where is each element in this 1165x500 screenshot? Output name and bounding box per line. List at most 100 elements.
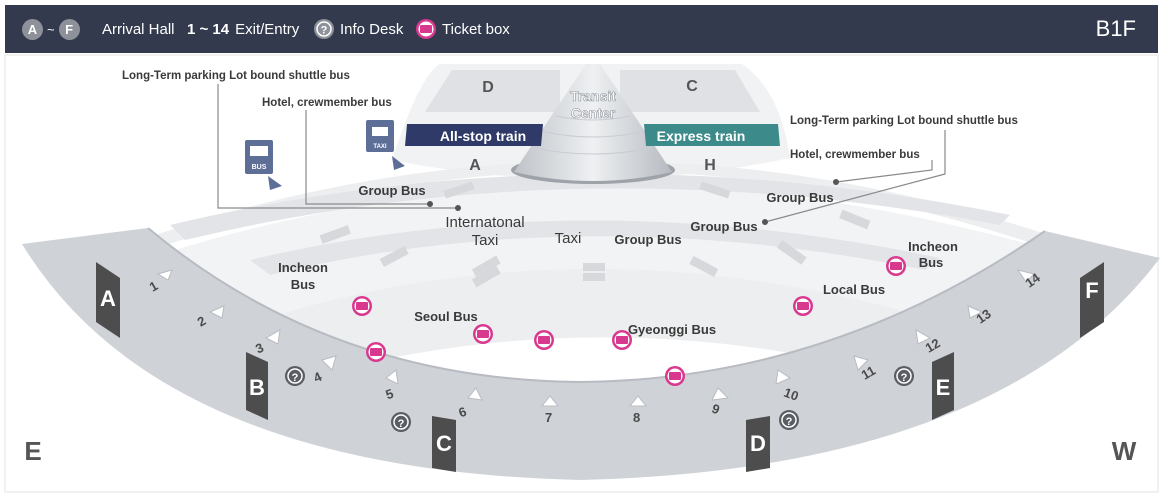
ticket-box-icon	[612, 330, 632, 350]
exit-arrow-6	[467, 387, 483, 401]
incheon-bus-right-label: Bus	[919, 255, 944, 270]
group-bus-label: Group Bus	[690, 219, 757, 234]
exit-number: 7	[545, 410, 552, 425]
legend-info-desk-label: Info Desk	[340, 20, 404, 38]
info-desk-icon: ?	[314, 19, 334, 39]
info-desks: ? ? ? ?	[285, 366, 914, 432]
exit-arrow-1	[156, 269, 173, 281]
crosswalks	[319, 181, 871, 288]
incheon-bus-right-label: Incheon	[908, 239, 958, 254]
ticket-box-icon	[416, 19, 436, 39]
exit-arrow-5	[385, 369, 399, 385]
bus-terminal-floor	[150, 184, 1035, 325]
zone-a-label: A	[469, 157, 481, 174]
local-bus-label: Local Bus	[823, 282, 885, 297]
exit-number: 11	[859, 363, 878, 383]
all-stop-train-banner	[405, 124, 543, 146]
intl-taxi-label: Taxi	[472, 232, 499, 249]
ticket-box-icon	[473, 324, 493, 344]
transit-center-line1: Transit	[570, 88, 616, 104]
exit-number: 10	[782, 385, 801, 404]
callout-dot-1	[455, 205, 461, 211]
exit-number: 5	[384, 386, 396, 403]
gate-e-block	[932, 352, 954, 420]
exit-arrow-12	[915, 329, 932, 345]
legend-arrival-hall: Arrival Hall	[102, 20, 175, 38]
svg-text:?: ?	[321, 25, 328, 37]
concourse-inner-edge	[147, 227, 1046, 384]
gate-f-block	[1080, 262, 1104, 338]
exit-number: 6	[457, 404, 469, 421]
legend-tilde: ~	[47, 21, 55, 37]
svg-text:?: ?	[901, 372, 908, 384]
intl-taxi-label: Internatonal	[445, 214, 524, 231]
incheon-bus-left-label: Incheon	[278, 260, 328, 275]
legend-ticket-box-label: Ticket box	[442, 20, 510, 38]
legend-gates: A ~ F	[22, 5, 80, 53]
zone-d-area	[425, 70, 560, 112]
express-train-banner	[644, 124, 780, 146]
direction-west-label: W	[1112, 436, 1137, 466]
callout-line-hotel-right	[835, 160, 933, 183]
legend-ticket-box: Ticket box	[415, 5, 510, 53]
exit-number: 12	[923, 335, 943, 355]
group-bus-label: Group Bus	[766, 190, 833, 205]
legend-gate-from: A	[22, 18, 43, 40]
plaza-floor	[118, 160, 1052, 258]
lane-band-1	[170, 173, 1010, 240]
bus-icon: BUS	[245, 140, 282, 190]
callout-dot-2	[427, 201, 433, 207]
gate-a-label: A	[100, 286, 116, 311]
group-bus-label: Group Bus	[358, 183, 425, 198]
svg-text:?: ?	[398, 418, 405, 430]
callout-longterm-right: Long-Term parking Lot bound shuttle bus	[790, 115, 1018, 127]
callout-dot-4	[833, 179, 839, 185]
lane-band-2	[250, 220, 940, 275]
gate-f-label: F	[1085, 278, 1098, 303]
callout-hotel-left: Hotel, crewmember bus	[262, 97, 392, 109]
exit-arrow-9	[711, 387, 730, 401]
exit-number: 13	[973, 306, 993, 327]
ticket-box-icon	[793, 296, 813, 316]
legend-exit-range: 1 ~ 14	[187, 20, 230, 38]
gate-d-block	[746, 416, 770, 472]
svg-text:?: ?	[786, 416, 793, 428]
taxi-icon: TAXI	[366, 120, 405, 170]
gate-b-label: B	[249, 375, 265, 400]
zone-c-area	[620, 70, 760, 112]
direction-east-label: E	[24, 436, 41, 466]
legend-exits: 1 ~ 14 Exit/Entry	[187, 5, 299, 53]
callout-lines	[217, 84, 946, 223]
all-stop-train-label: All-stop train	[440, 128, 526, 144]
zone-d-label: D	[482, 79, 494, 96]
gate-a-block	[96, 262, 120, 338]
exit-arrow-14	[1016, 269, 1035, 283]
ticket-box-icon	[366, 342, 386, 362]
cone-rings	[533, 115, 653, 155]
callout-line-longterm-right	[764, 130, 946, 223]
svg-text:BUS: BUS	[252, 164, 267, 171]
exit-number: 8	[633, 410, 640, 425]
group-bus-label: Group Bus	[614, 232, 681, 247]
legend-info-desk: ? Info Desk	[313, 5, 403, 53]
seoul-bus-label: Seoul Bus	[414, 309, 478, 324]
ticket-box-icon	[665, 366, 685, 386]
floor-label: B1F	[1095, 16, 1136, 41]
gate-d-label: D	[750, 431, 766, 456]
gate-markers	[96, 262, 1104, 472]
gate-e-label: E	[936, 375, 951, 400]
ticket-box-icon	[886, 256, 906, 276]
exit-number: 9	[710, 401, 722, 418]
transit-center-line2: Center	[571, 105, 616, 121]
ticket-box-icon	[352, 296, 372, 316]
concourse-ring	[22, 228, 1160, 480]
exit-arrow-7	[540, 395, 560, 407]
gate-b-block	[246, 352, 268, 420]
exit-arrow-10	[775, 369, 792, 385]
legend-exit-label: Exit/Entry	[235, 20, 300, 38]
gate-c-block	[432, 416, 456, 472]
taxi-label: Taxi	[555, 230, 582, 247]
callout-dot-3	[762, 219, 768, 225]
